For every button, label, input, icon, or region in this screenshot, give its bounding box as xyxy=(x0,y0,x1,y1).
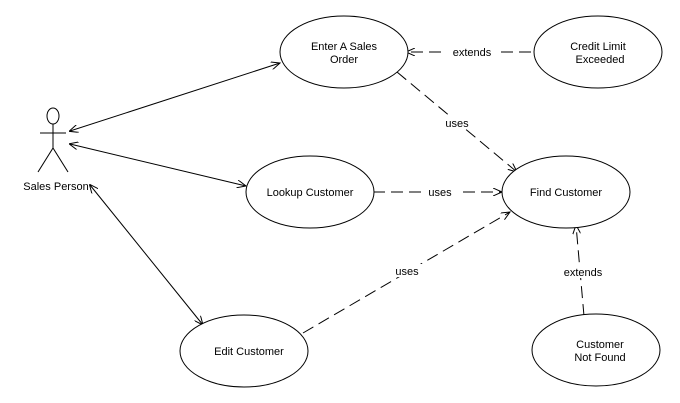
use-case-edit-customer-label: Edit Customer xyxy=(214,346,284,358)
use-case-enter-sales-order-line2: Order xyxy=(330,54,358,66)
use-case-credit-limit-exceeded[interactable]: Credit Limit Exceeded xyxy=(533,15,663,89)
rel-notfound-extends-label: extends xyxy=(564,267,603,279)
actor-head xyxy=(46,107,60,125)
use-case-edit-customer[interactable]: Edit Customer xyxy=(179,314,309,388)
use-case-find-customer[interactable]: Find Customer xyxy=(501,155,631,229)
actor-leg-left xyxy=(37,147,54,173)
assoc-enter-sales-order xyxy=(70,63,280,131)
use-case-enter-sales-order[interactable]: Enter A Sales Order xyxy=(279,15,409,89)
rel-lookup-uses-label: uses xyxy=(428,187,452,199)
rel-credit-extends-label: extends xyxy=(453,47,492,59)
use-case-lookup-customer-label: Lookup Customer xyxy=(267,187,354,199)
assoc-lookup-customer xyxy=(70,144,246,186)
use-case-credit-limit-line2: Exceeded xyxy=(576,54,625,66)
rel-enter-uses-label: uses xyxy=(445,118,469,130)
use-case-customer-not-found[interactable]: Customer Not Found xyxy=(531,313,661,387)
actor-label: Sales Person xyxy=(23,181,88,193)
actor-leg-right xyxy=(52,147,69,173)
use-case-find-customer-label: Find Customer xyxy=(530,187,602,199)
use-case-enter-sales-order-line1: Enter A Sales xyxy=(311,41,378,53)
actor-sales-person[interactable]: Sales Person xyxy=(23,107,89,193)
rel-edit-uses-label: uses xyxy=(395,266,419,278)
assoc-edit-customer xyxy=(90,185,203,325)
use-case-customer-not-found-line1: Customer xyxy=(576,339,624,351)
use-case-lookup-customer[interactable]: Lookup Customer xyxy=(245,155,375,229)
use-case-customer-not-found-line2: Not Found xyxy=(574,352,625,364)
use-case-credit-limit-line1: Credit Limit xyxy=(570,41,626,53)
